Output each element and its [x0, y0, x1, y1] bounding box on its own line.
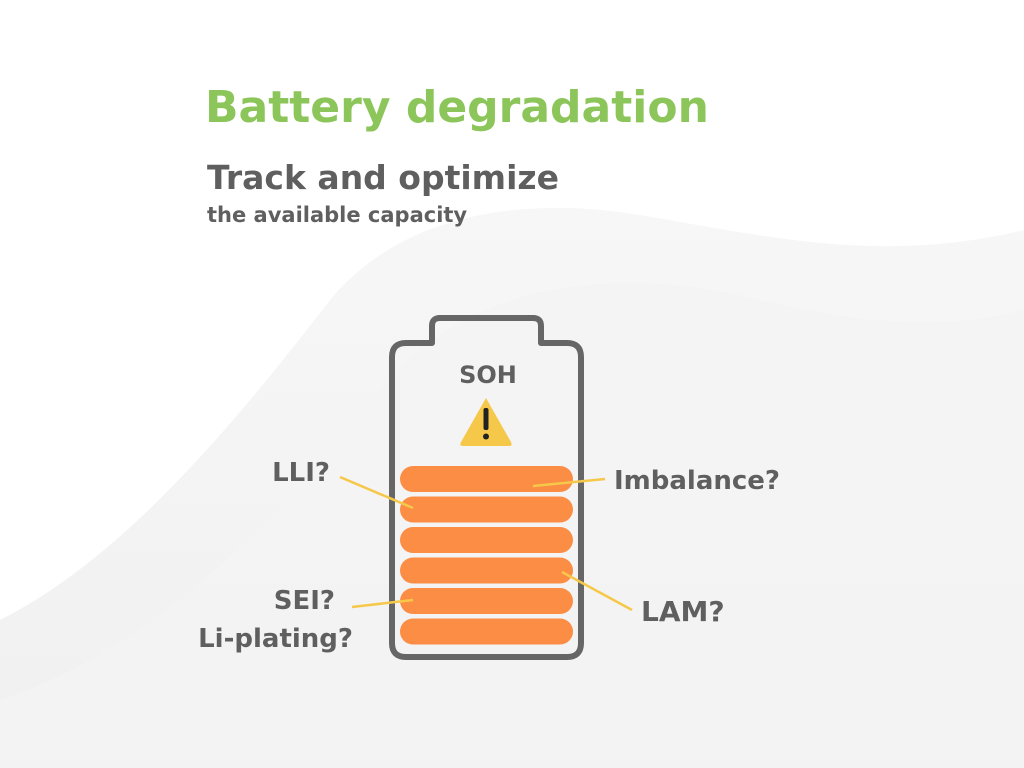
battery-cell [400, 527, 573, 553]
battery-outline [389, 315, 584, 660]
subtitle-secondary: the available capacity [207, 203, 468, 227]
callout-line-imbalance [532, 477, 606, 488]
soh-label: SOH [459, 361, 517, 389]
callout-li-plating: Li-plating? [198, 624, 353, 654]
battery-cells [400, 466, 573, 645]
warning-triangle-icon [460, 398, 512, 446]
subtitle: Track and optimize [207, 158, 559, 197]
callout-imbalance: Imbalance? [614, 466, 780, 496]
battery-cell [400, 588, 573, 614]
page-title: Battery degradation [205, 82, 709, 133]
battery-cell [400, 496, 573, 523]
callout-lli: LLI? [272, 458, 330, 488]
callout-lam: LAM? [641, 595, 725, 628]
battery-cell [400, 466, 573, 492]
battery-cell [400, 618, 573, 645]
callout-line-lli [339, 475, 414, 510]
battery-cell [400, 557, 573, 584]
callout-line-lam [561, 570, 633, 612]
callout-sei: SEI? [274, 586, 335, 616]
callout-line-sei [351, 598, 414, 609]
